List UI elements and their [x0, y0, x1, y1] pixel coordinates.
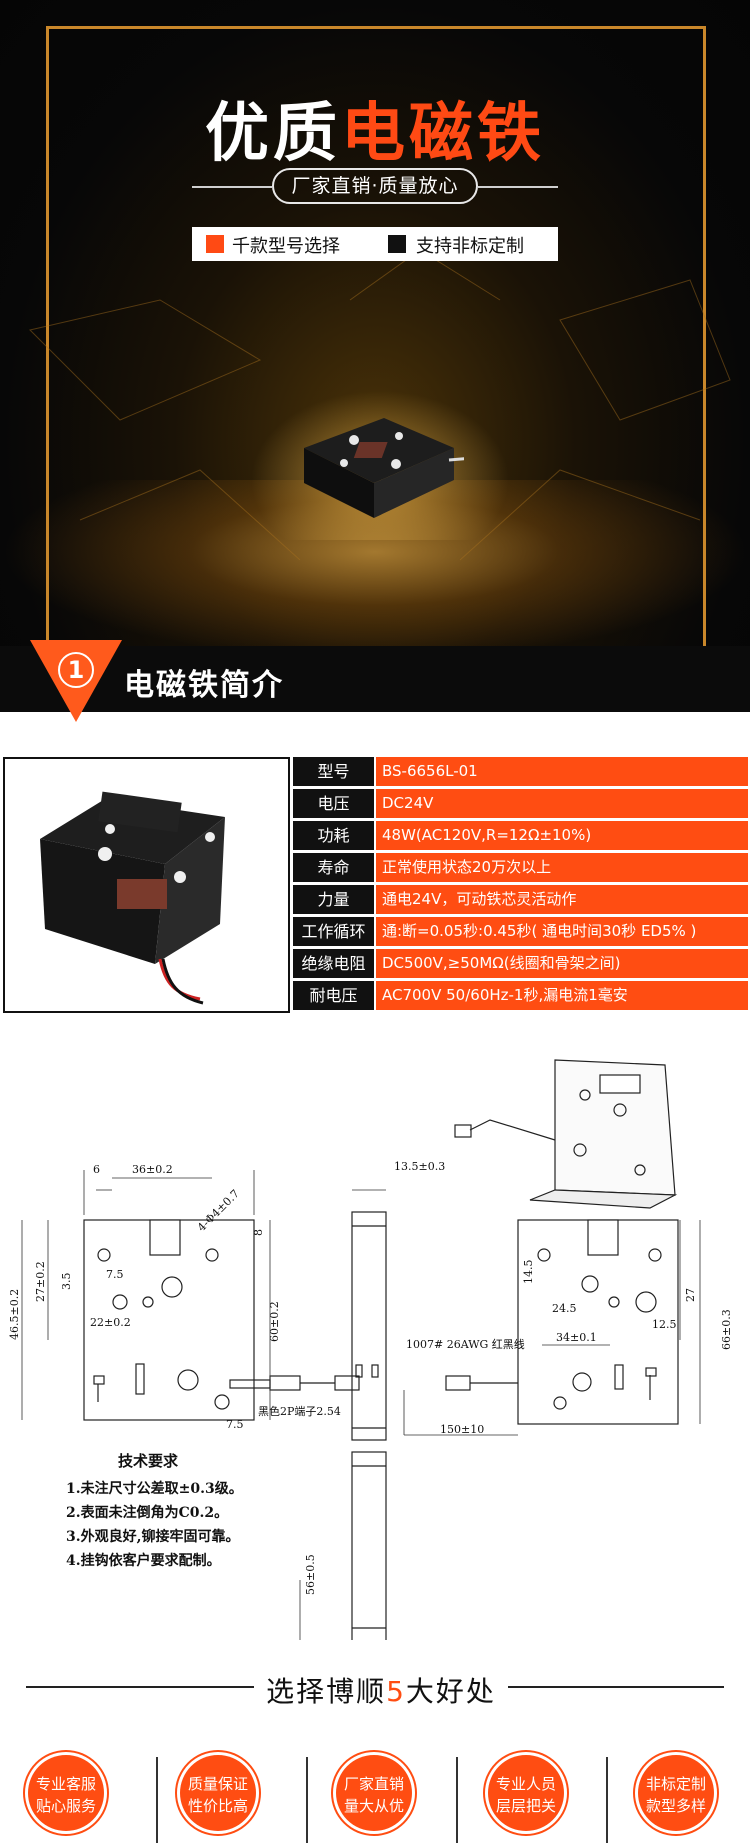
spec-row: 力量 通电24V，可动铁芯灵活动作 — [293, 885, 748, 914]
benefit-badge: 专业客服贴心服务 — [28, 1755, 104, 1831]
hero-feature-bar: 千款型号选择 支持非标定制 — [192, 227, 558, 261]
benefit-badge: 质量保证性价比高 — [180, 1755, 256, 1831]
section2-title: 选择博顺5大好处 — [266, 1675, 496, 1708]
hero-subtitle: 厂家直销·质量放心 — [272, 168, 478, 204]
benefit-badge: 专业人员层层把关 — [488, 1755, 564, 1831]
spec-key: 寿命 — [293, 853, 374, 882]
dim-label: 12.5 — [652, 1318, 677, 1331]
dim-label: 7.5 — [226, 1418, 244, 1431]
spec-key: 耐电压 — [293, 981, 374, 1010]
spec-value: DC500V,≥50MΩ(线圈和骨架之间) — [376, 949, 748, 978]
note-line: 2.表面未注倒角为C0.2。 — [66, 1505, 229, 1521]
hero-frame — [46, 26, 706, 712]
spec-value: 48W(AC120V,R=12Ω±10%) — [376, 821, 748, 850]
dim-label: 8 — [252, 1229, 265, 1236]
technical-drawing: 36±0.2 6 4-Φ4±0.7 46.5±0.2 27±0.2 3.5 7.… — [8, 1059, 733, 1640]
spec-key: 型号 — [293, 757, 374, 786]
section2-line-left — [26, 1686, 254, 1688]
dim-label: 6 — [93, 1163, 100, 1176]
spec-row: 工作循环 通:断=0.05秒:0.45秒( 通电时间30秒 ED5% ) — [293, 917, 748, 946]
dim-label: 56±0.5 — [304, 1554, 317, 1595]
dim-label: 34±0.1 — [556, 1331, 597, 1344]
spec-row: 寿命 正常使用状态20万次以上 — [293, 853, 748, 882]
notes-title: 技术要求 — [118, 1452, 179, 1470]
badge-divider — [456, 1757, 458, 1843]
badge-divider — [306, 1757, 308, 1843]
section2-line-right — [508, 1686, 724, 1688]
orange-square-icon — [206, 235, 224, 253]
note-line: 3.外观良好,铆接牢固可靠。 — [66, 1529, 240, 1545]
hero-sub-line-left — [192, 186, 272, 188]
product-photo — [3, 757, 290, 1013]
spec-row: 耐电压 AC700V 50/60Hz-1秒,漏电流1毫安 — [293, 981, 748, 1010]
dim-label: 黑色2P端子2.54 — [258, 1404, 341, 1418]
dim-label: 27 — [684, 1288, 697, 1302]
hero-sub-line-right — [478, 186, 558, 188]
spec-row: 功耗 48W(AC120V,R=12Ω±10%) — [293, 821, 748, 850]
dim-label: 36±0.2 — [132, 1163, 173, 1176]
spec-value: 通:断=0.05秒:0.45秒( 通电时间30秒 ED5% ) — [376, 917, 748, 946]
dim-label: 22±0.2 — [90, 1316, 131, 1329]
spec-key: 工作循环 — [293, 917, 374, 946]
technical-notes: 技术要求 1.未注尺寸公差取±0.3级。 2.表面未注倒角为C0.2。 3.外观… — [66, 1450, 243, 1573]
benefit-badge: 非标定制款型多样 — [638, 1755, 714, 1831]
dim-label: 7.5 — [106, 1268, 124, 1281]
spec-value: AC700V 50/60Hz-1秒,漏电流1毫安 — [376, 981, 748, 1010]
spec-row: 电压 DC24V — [293, 789, 748, 818]
spec-key: 电压 — [293, 789, 374, 818]
badge-divider — [606, 1757, 608, 1843]
spec-key: 功耗 — [293, 821, 374, 850]
hero-banner: 优质电磁铁 厂家直销·质量放心 千款型号选择 支持非标定制 — [0, 0, 750, 712]
spec-value: 正常使用状态20万次以上 — [376, 853, 748, 882]
spec-key: 力量 — [293, 885, 374, 914]
note-line: 1.未注尺寸公差取±0.3级。 — [66, 1481, 243, 1497]
dim-label: 1007# 26AWG 红黑线 — [406, 1337, 525, 1351]
spec-value: 通电24V，可动铁芯灵活动作 — [376, 885, 748, 914]
note-line: 4.挂钩依客户要求配制。 — [66, 1553, 221, 1569]
dim-label: 46.5±0.2 — [8, 1289, 21, 1340]
dim-label: 14.5 — [522, 1260, 535, 1285]
feature-1: 千款型号选择 — [232, 236, 340, 257]
dim-label: 3.5 — [60, 1273, 73, 1291]
section1-title: 电磁铁简介 — [124, 668, 284, 703]
dim-label: 24.5 — [552, 1302, 577, 1315]
black-square-icon — [388, 235, 406, 253]
badge-divider — [156, 1757, 158, 1843]
solenoid-lock-photo — [40, 791, 225, 1005]
dim-label: 27±0.2 — [34, 1261, 47, 1302]
section1-header — [0, 646, 750, 712]
dim-label: 66±0.3 — [720, 1309, 733, 1350]
benefit-badge: 厂家直销量大从优 — [336, 1755, 412, 1831]
dim-label: 60±0.2 — [268, 1301, 281, 1342]
dim-label: 150±10 — [440, 1423, 484, 1436]
spec-key: 绝缘电阻 — [293, 949, 374, 978]
section1-number: 1 — [58, 652, 94, 688]
spec-value: BS-6656L-01 — [376, 757, 748, 786]
dim-label: 4-Φ4±0.7 — [195, 1187, 242, 1234]
feature-2: 支持非标定制 — [416, 236, 524, 257]
spec-row: 型号 BS-6656L-01 — [293, 757, 748, 786]
hero-network-lines — [29, 249, 731, 561]
spec-table: 型号 BS-6656L-01 电压 DC24V 功耗 48W(AC120V,R=… — [293, 757, 748, 1013]
solenoid-lock-image — [304, 418, 464, 518]
spec-value: DC24V — [376, 789, 748, 818]
spec-row: 绝缘电阻 DC500V,≥50MΩ(线圈和骨架之间) — [293, 949, 748, 978]
dim-label: 13.5±0.3 — [394, 1160, 445, 1173]
hero-title: 优质电磁铁 — [205, 97, 545, 171]
